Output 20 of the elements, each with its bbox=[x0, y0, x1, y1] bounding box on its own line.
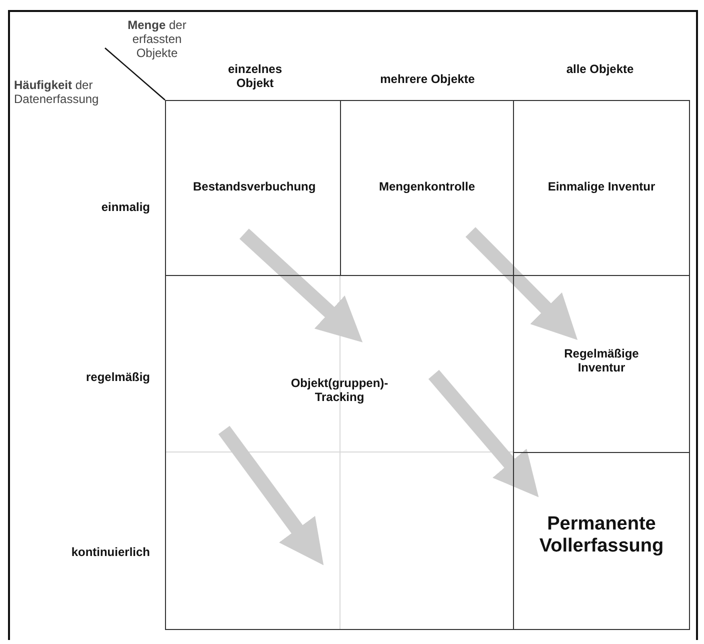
arrow bbox=[239, 228, 363, 342]
merged-cell bbox=[165, 275, 514, 630]
arrow bbox=[428, 370, 539, 498]
cell-text: Bestandsverbuchung bbox=[193, 179, 313, 194]
axis-title: Häufigkeit der Datenerfassung bbox=[14, 78, 100, 106]
column-header: mehrere Objekte bbox=[379, 72, 476, 86]
cell-text: Mengenkontrolle bbox=[378, 179, 476, 194]
cell-text: Objekt(gruppen)- Tracking bbox=[290, 376, 390, 404]
axis-title: Menge der erfassten Objekte bbox=[126, 18, 188, 60]
row-header: kontinuierlich bbox=[70, 545, 150, 559]
cell-text: Permanente Vollerfassung bbox=[538, 514, 665, 558]
row-header: regelmäßig bbox=[84, 370, 150, 384]
cell-text: Regelmäßige Inventur bbox=[563, 346, 640, 375]
column-header: einzelnes Objekt bbox=[226, 62, 284, 90]
matrix-cell bbox=[513, 452, 690, 630]
row-header: einmalig bbox=[100, 200, 150, 214]
matrix-cell bbox=[513, 100, 690, 276]
column-header: alle Objekte bbox=[565, 62, 635, 76]
matrix-cell bbox=[165, 100, 341, 276]
cell-text: Einmalige Inventur bbox=[546, 179, 656, 194]
